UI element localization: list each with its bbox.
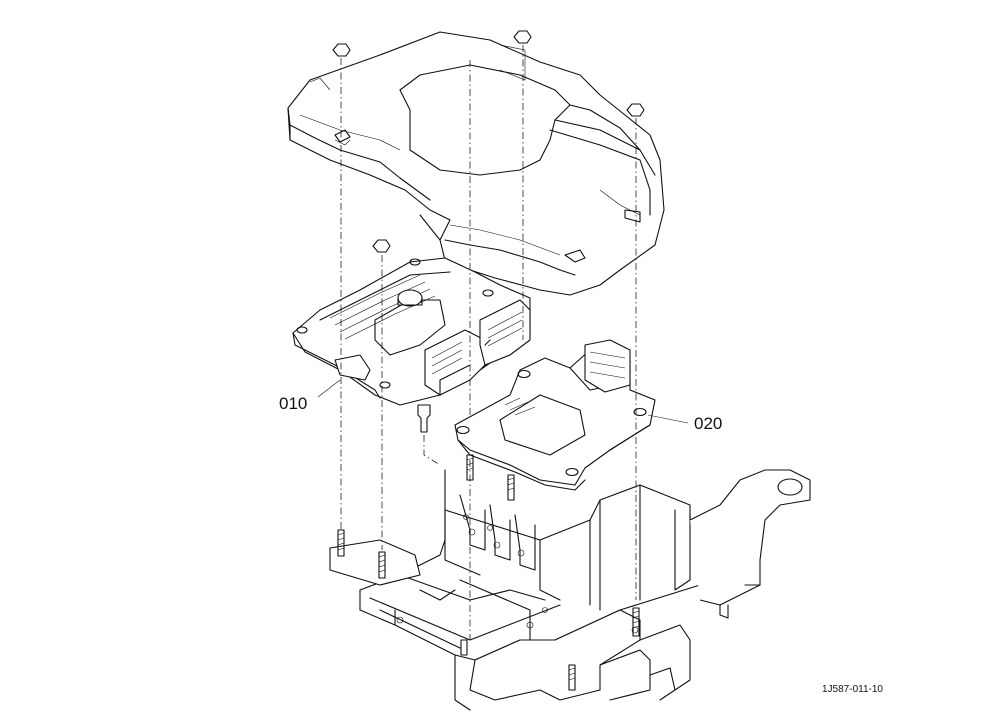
mounting-frame <box>329 469 811 711</box>
figure-code: 1J587-011-10 <box>822 684 883 695</box>
callout-010: 010 <box>279 394 307 413</box>
fasteners <box>332 30 645 691</box>
controller-module-010 <box>292 257 531 406</box>
leader-line-010 <box>317 379 341 398</box>
callout-020: 020 <box>694 414 722 433</box>
leader-line-020 <box>647 414 689 424</box>
controller-module-020 <box>454 339 656 491</box>
top-cover <box>287 31 665 296</box>
